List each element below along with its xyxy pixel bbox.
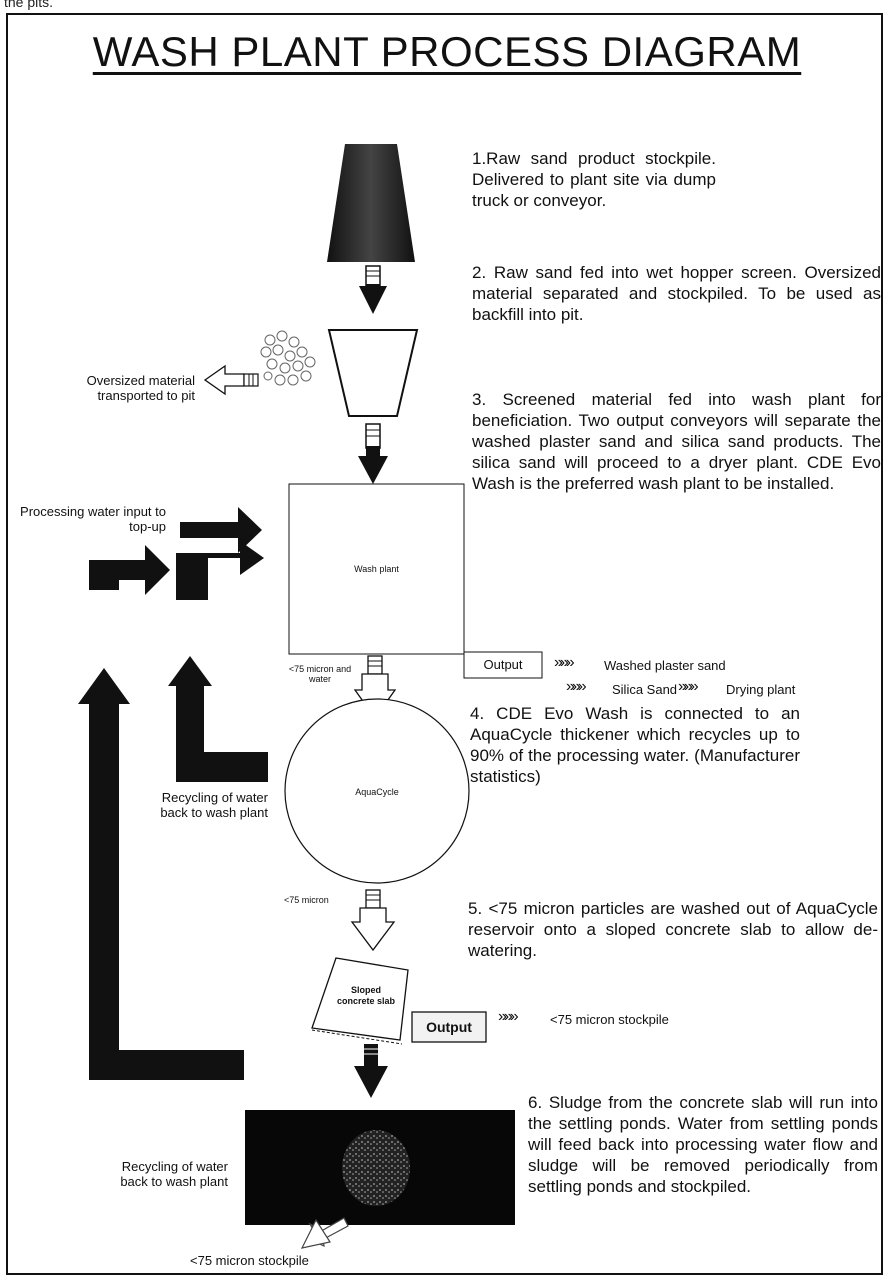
micron-small-label: <75 micron (284, 895, 354, 905)
step-2-text: 2. Raw sand fed into wet hopper screen. … (472, 262, 881, 325)
processing-water-label: Processing water input to top-up (18, 504, 166, 534)
step-5-text: 5. <75 micron particles are washed out o… (468, 898, 878, 961)
slab-label: Sloped concrete slab (336, 985, 396, 1007)
aquacycle-label: AquaCycle (290, 787, 464, 797)
output-1-label: Output (466, 657, 540, 672)
drying-plant-label: Drying plant (726, 682, 795, 697)
settling-ponds-texture (342, 1130, 410, 1206)
chevrons-3-icon: »»» (678, 678, 696, 696)
arrow-down-5 (354, 1044, 388, 1098)
arrow-down-2 (358, 424, 388, 484)
bottom-stockpile-label: <75 micron stockpile (190, 1253, 390, 1268)
processing-water-arrow (180, 507, 262, 553)
raw-sand-stockpile (327, 144, 415, 262)
micron-water-label: <75 micron and water (284, 664, 356, 684)
chevrons-1-icon: »»» (554, 654, 572, 672)
chevrons-2-icon: »»» (566, 678, 584, 696)
oversized-label: Oversized material transported to pit (30, 373, 195, 403)
step-3-text: 3. Screened material fed into wash plant… (472, 389, 881, 494)
step-4-text: 4. CDE Evo Wash is connected to an AquaC… (470, 703, 800, 787)
recycling-label-1: Recycling of water back to wash plant (150, 790, 268, 820)
oversized-particles-icon (261, 331, 315, 385)
step-1-text: 1.Raw sand product stockpile. Delivered … (472, 148, 716, 211)
wet-hopper-screen (329, 330, 417, 416)
arrow-left-oversized (205, 366, 258, 394)
wash-plant-label: Wash plant (289, 564, 464, 574)
output-2-label: Output (414, 1019, 484, 1035)
micron-stockpile-output-label: <75 micron stockpile (550, 1012, 750, 1027)
silica-sand-label: Silica Sand (612, 682, 677, 697)
chevrons-4-icon: »»» (498, 1008, 516, 1026)
arrow-down-4 (352, 890, 394, 950)
step-6-text: 6. Sludge from the concrete slab will ru… (528, 1092, 878, 1197)
recycle-arrow-inner (176, 684, 268, 782)
washed-plaster-label: Washed plaster sand (604, 658, 804, 673)
arrow-down-1 (359, 266, 387, 314)
recycling-label-2: Recycling of water back to wash plant (118, 1159, 228, 1189)
